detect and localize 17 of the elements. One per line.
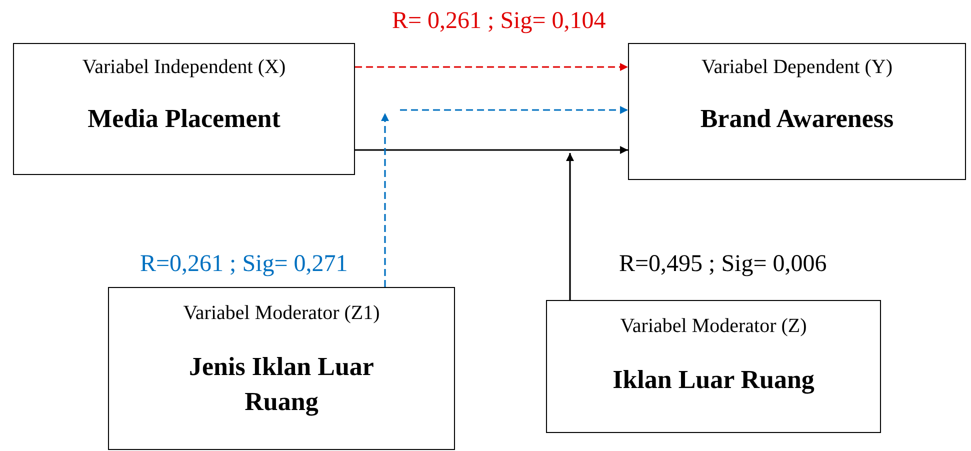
variable-box xyxy=(108,287,455,450)
arrow xyxy=(566,153,574,300)
variable-label: Variabel Independent (X) xyxy=(81,56,287,79)
variable-name: Brand Awareness xyxy=(699,103,895,135)
variable-box xyxy=(628,43,966,180)
variable-name: Iklan Luar Ruang xyxy=(612,364,816,396)
variable-label: Variabel Moderator (Z1) xyxy=(182,302,381,325)
variable-name: Media Placement xyxy=(86,103,282,135)
variable-label: Variabel Moderator (Z) xyxy=(619,315,808,338)
arrow xyxy=(355,146,628,154)
arrow xyxy=(400,106,628,114)
arrow xyxy=(355,63,628,71)
arrow xyxy=(381,113,389,287)
variable-box xyxy=(546,300,881,433)
variable-label: Variabel Dependent (Y) xyxy=(700,56,894,79)
variable-name: Jenis Iklan Luar Ruang xyxy=(188,351,375,418)
variable-box xyxy=(13,43,355,175)
